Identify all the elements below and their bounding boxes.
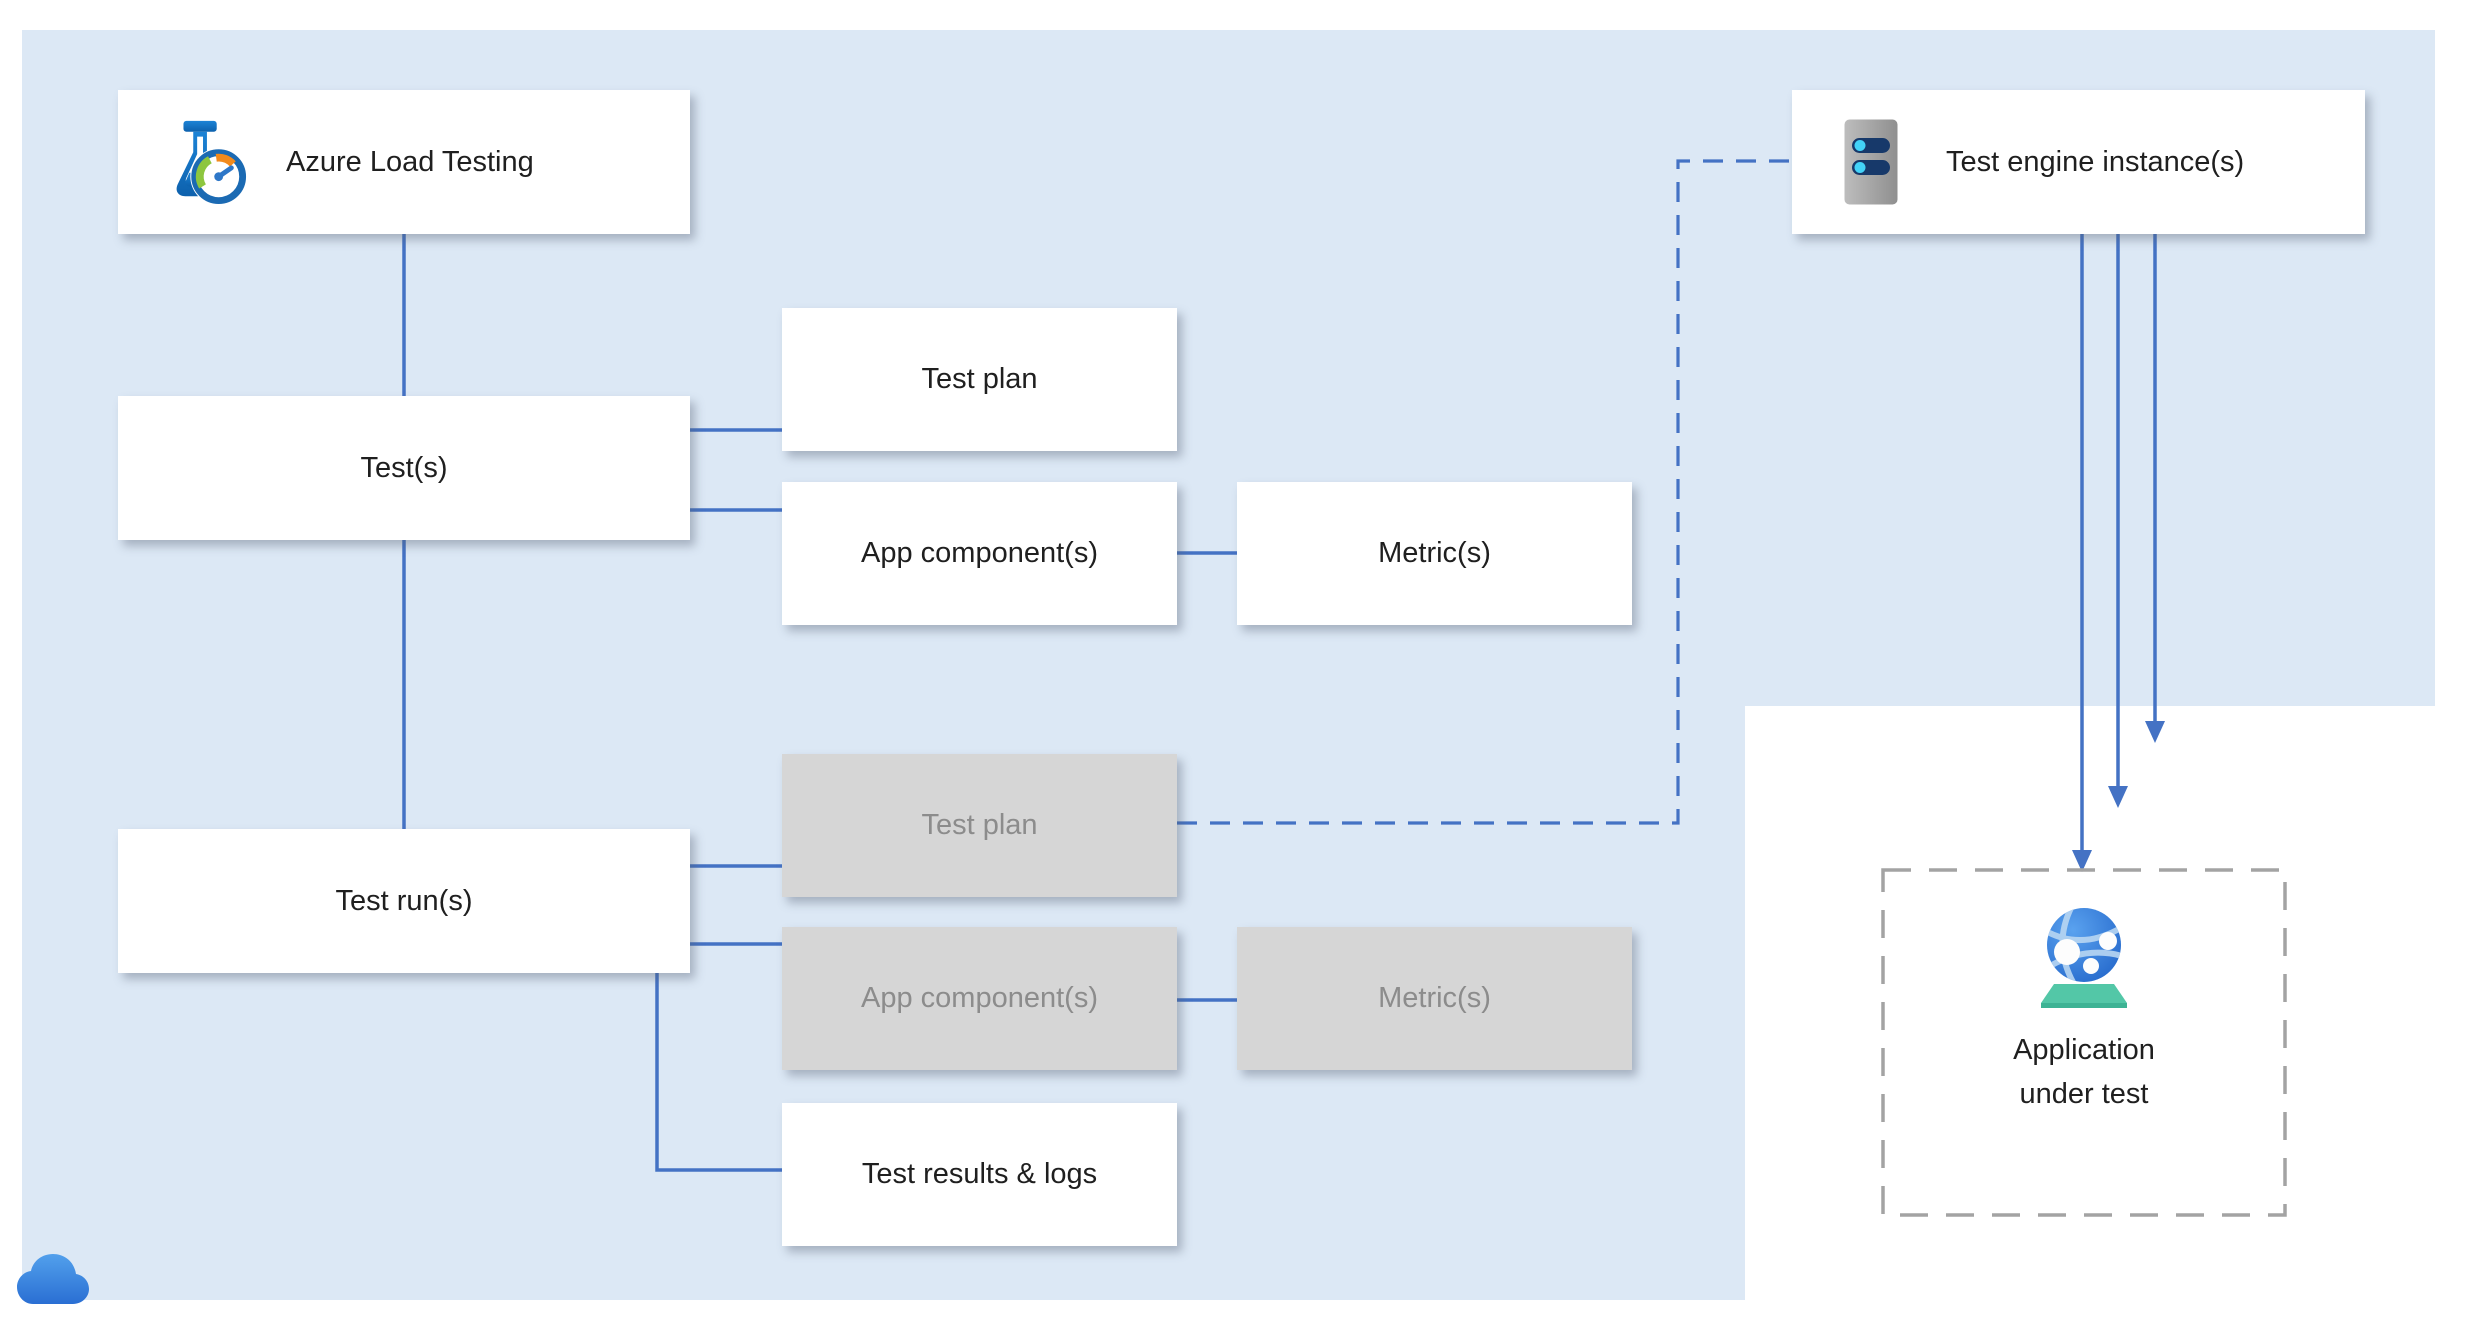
node-test-plan: Test plan [782, 308, 1177, 451]
node-azure-load-testing: Azure Load Testing [118, 90, 690, 234]
virtual-machine-server-icon [1844, 119, 1898, 205]
node-label: Test results & logs [861, 1158, 1098, 1191]
node-label: Test plan [921, 363, 1038, 396]
node-tests: Test(s) [118, 396, 690, 540]
node-label: Test engine instance(s) [1946, 145, 2245, 178]
load-testing-flask-gauge-icon [176, 120, 248, 206]
node-label: Test(s) [360, 451, 448, 484]
node-label: App component(s) [861, 982, 1098, 1015]
node-app-components: App component(s) [782, 482, 1177, 625]
node-test-results: Test results & logs [782, 1103, 1177, 1246]
node-test-runs: Test run(s) [118, 829, 690, 973]
node-run-app-components: App component(s) [782, 927, 1177, 1070]
node-application-under-test: Application under test [1883, 870, 2285, 1215]
node-label-line1: Application [2013, 1034, 2155, 1066]
node-label: Metric(s) [1378, 982, 1491, 1015]
node-label: Metric(s) [1378, 537, 1491, 570]
node-metrics: Metric(s) [1237, 482, 1632, 625]
node-label: Test plan [921, 809, 1038, 842]
node-run-metrics: Metric(s) [1237, 927, 1632, 1070]
node-label: Azure Load Testing [286, 145, 534, 178]
azure-cloud-icon [17, 1254, 89, 1304]
app-service-globe-icon [2041, 908, 2127, 1008]
node-test-engine: Test engine instance(s) [1792, 90, 2365, 234]
node-run-test-plan: Test plan [782, 754, 1177, 897]
node-label: Test run(s) [335, 884, 473, 917]
node-label: App component(s) [861, 537, 1098, 570]
node-label-line2: under test [2019, 1078, 2149, 1110]
